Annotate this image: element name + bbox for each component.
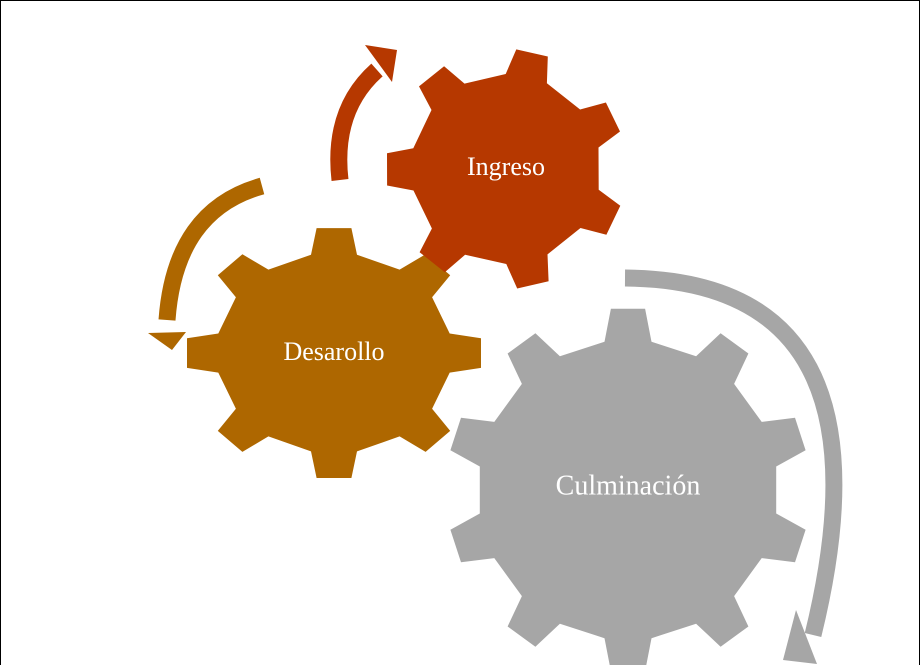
culminacion-cycle-arrow xyxy=(624,269,843,664)
ingreso-label: Ingreso xyxy=(467,152,545,181)
desarollo-cycle-arrow xyxy=(148,177,265,350)
ingreso-gear-shape xyxy=(387,49,621,289)
desarollo-gear-shape xyxy=(187,228,481,478)
desarollo-label: Desarollo xyxy=(283,337,384,366)
gear-desarollo: Desarollo xyxy=(187,228,481,478)
ingreso-cycle-arrow xyxy=(330,45,397,181)
culminacion-label: Culminación xyxy=(556,470,701,501)
culminacion-gear-shape xyxy=(450,308,806,665)
gear-culminacion: Culminación xyxy=(450,308,806,665)
gear-ingreso: Ingreso xyxy=(387,49,621,289)
